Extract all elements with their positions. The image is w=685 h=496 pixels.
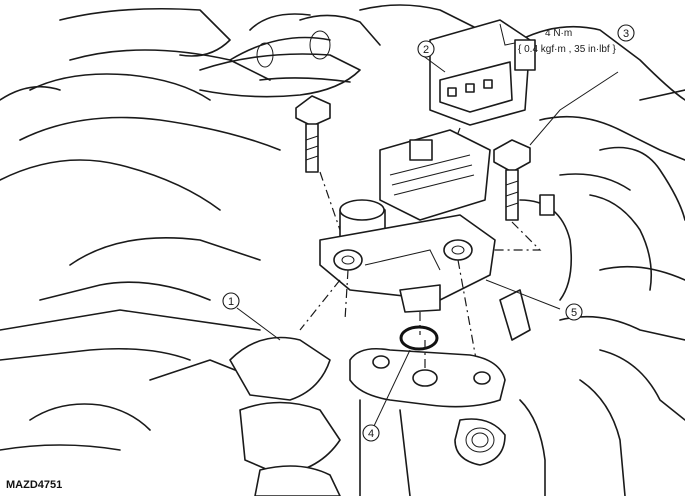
engine-bay-background <box>0 4 685 496</box>
callout-4-label: 4 <box>368 428 374 440</box>
callout-3-label: 3 <box>623 28 629 40</box>
torque-value: 4 N·m <box>545 28 572 39</box>
electrical-connector <box>429 19 536 126</box>
callout-3: 3 <box>617 24 635 42</box>
callout-1-label: 1 <box>228 296 234 308</box>
base-plate <box>349 340 506 408</box>
callout-1: 1 <box>222 292 240 310</box>
callout-5-label: 5 <box>571 307 577 319</box>
callout-2: 2 <box>417 40 435 58</box>
leader-lines <box>236 54 619 427</box>
wire-harness <box>499 194 573 341</box>
sensor-module <box>319 129 496 335</box>
figure-code: MAZD4751 <box>6 479 62 491</box>
o-ring <box>399 325 439 351</box>
mounting-bolt-left <box>295 95 331 173</box>
callout-2-label: 2 <box>423 44 429 56</box>
mounting-bolt-right <box>493 139 531 221</box>
callout-4: 4 <box>362 424 380 442</box>
torque-conversion: { 0.4 kgf·m , 35 in·lbf } <box>518 44 616 55</box>
callout-5: 5 <box>565 303 583 321</box>
